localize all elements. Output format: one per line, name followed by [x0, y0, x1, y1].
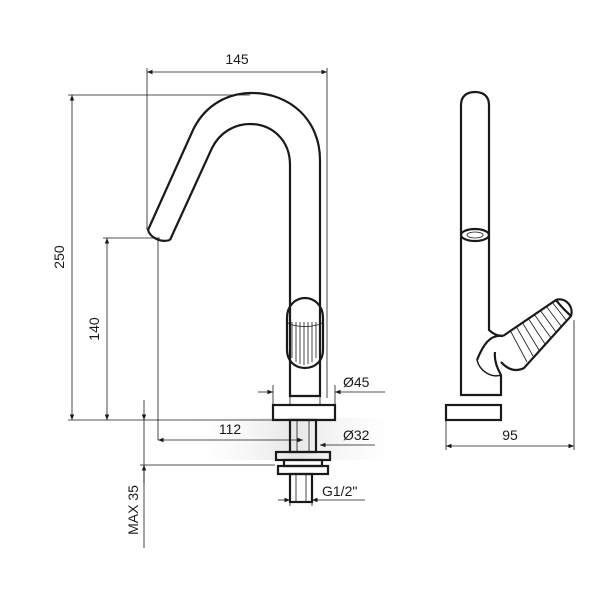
base-plate — [271, 403, 337, 422]
aerator — [459, 227, 491, 243]
dim-label-max35: MAX 35 — [125, 485, 141, 535]
dim-label-thread: G1/2" — [322, 483, 357, 499]
faucet-body — [288, 318, 322, 398]
front-view — [146, 91, 337, 504]
side-column — [459, 90, 491, 310]
handle-front — [285, 296, 325, 370]
extension-lines — [68, 68, 575, 466]
thread-tail — [288, 472, 314, 504]
counter-shade — [180, 418, 410, 460]
dim-label-145: 145 — [225, 51, 249, 67]
spout-outer — [146, 91, 322, 318]
handle-side — [500, 298, 573, 372]
dim-label-95: 95 — [502, 427, 518, 443]
side-view — [444, 90, 573, 422]
dim-label-140: 140 — [86, 317, 102, 341]
dim-label-dia45: Ø45 — [343, 374, 370, 390]
side-body — [459, 310, 503, 397]
dim-label-112: 112 — [219, 421, 242, 437]
spout-inner — [168, 122, 292, 318]
side-base — [444, 403, 503, 422]
dim-label-dia32: Ø32 — [343, 427, 370, 443]
dim-label-250: 250 — [51, 245, 67, 269]
spout-outlet — [146, 229, 171, 242]
